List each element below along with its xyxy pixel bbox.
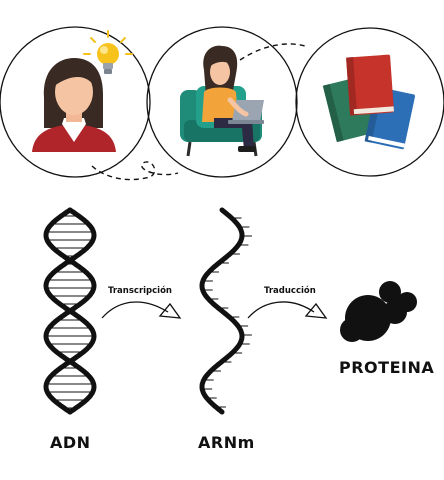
panel-circle-right	[295, 27, 444, 177]
books-stack-icon	[322, 54, 416, 150]
transcription-arrowhead-icon	[158, 302, 182, 319]
dashed-connector-bottom	[91, 161, 179, 181]
dna-double-helix-icon	[43, 207, 97, 415]
top-panels	[0, 26, 444, 178]
mrna-strand	[199, 207, 245, 415]
transcription-arrow	[101, 301, 182, 319]
translation-arrow	[247, 301, 328, 319]
protein-label: PROTEINA	[339, 358, 434, 377]
panel-circle-left	[0, 26, 151, 178]
dna-rungs	[46, 215, 94, 409]
mrna-strand-icon	[199, 207, 252, 415]
woman-with-lightbulb-icon	[32, 30, 133, 152]
lightbulb-icon	[83, 30, 133, 74]
translation-label: Traducción	[264, 285, 316, 296]
transcription-label: Transcripción	[108, 285, 172, 296]
translation-arrowhead-icon	[304, 302, 328, 319]
dna-strand-2	[43, 207, 97, 415]
dna-label: ADN	[50, 433, 91, 452]
panel-circle-middle	[146, 26, 298, 178]
mrna-label: ARNm	[198, 433, 255, 452]
woman-with-laptop-in-armchair-icon	[180, 45, 264, 157]
dashed-connectors	[91, 43, 306, 181]
protein-blob-icon	[340, 281, 417, 342]
